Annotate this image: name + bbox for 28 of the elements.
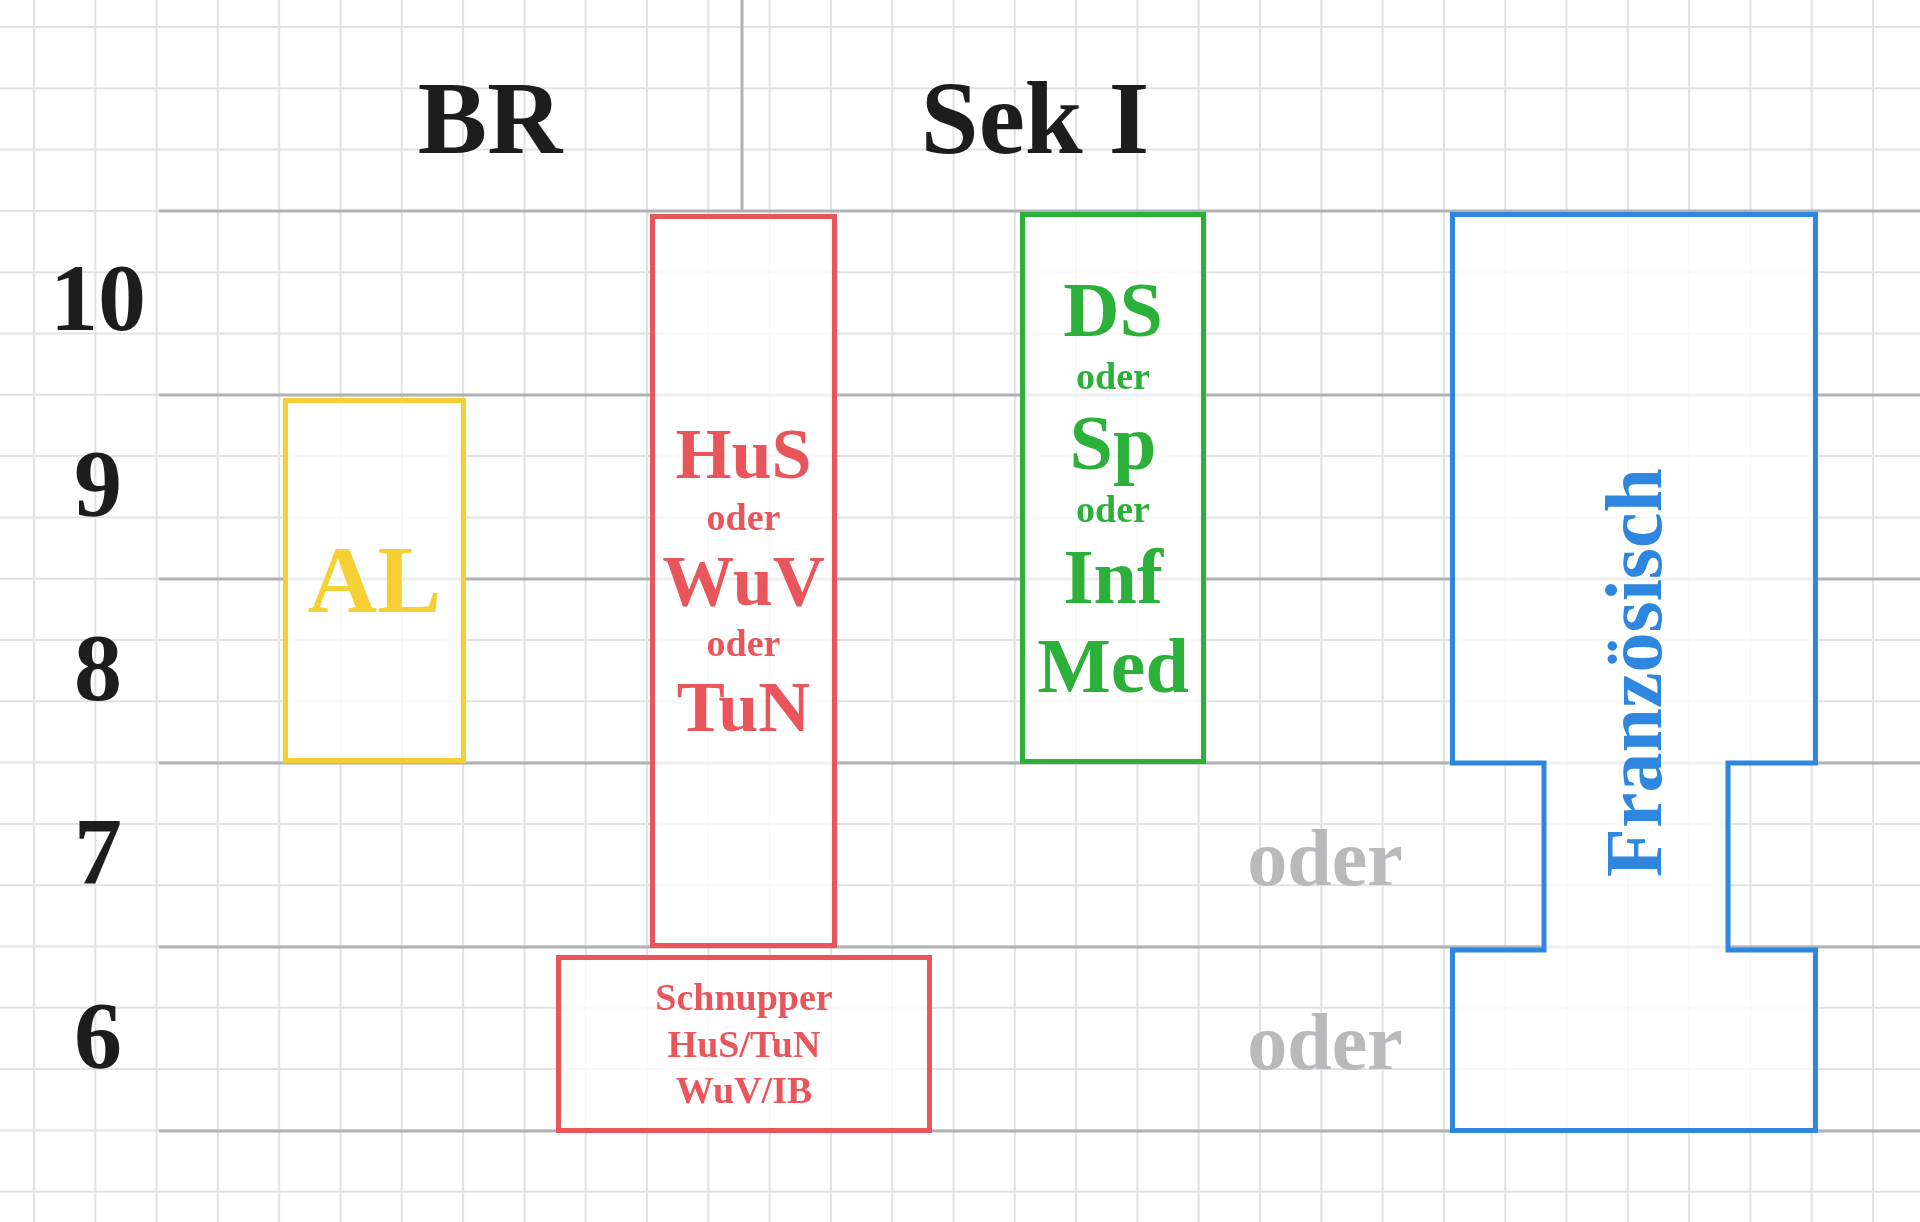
grade-number: 9 — [74, 428, 122, 539]
conjunction-text: oder — [706, 495, 781, 540]
subject-label: DS — [1063, 264, 1163, 355]
conjunction-text: oder — [706, 622, 781, 667]
subject-label: TuN — [676, 666, 811, 749]
grade-number: 10 — [50, 242, 146, 353]
subject-label: Schnupper HuS/TuN WuV/IB — [654, 974, 834, 1114]
conjunction-text: oder — [1076, 488, 1150, 532]
column-header: Sek I — [920, 59, 1150, 178]
column-header: BR — [417, 59, 563, 178]
grade-number: 7 — [74, 796, 122, 907]
subject-label: Sp — [1069, 398, 1157, 488]
subject-label: AL — [307, 525, 442, 636]
subject-box — [283, 398, 466, 763]
subject-label: Med — [1037, 621, 1189, 712]
subject-label: Inf — [1063, 531, 1163, 622]
subject-label: Französisch — [1589, 468, 1679, 877]
subject-box — [650, 214, 837, 948]
conjunction-text: oder — [1247, 997, 1403, 1088]
notched-subject-shape — [1450, 212, 1818, 1133]
subject-box — [556, 955, 932, 1133]
subject-label: WuV — [662, 539, 825, 623]
conjunction-text: oder — [1076, 354, 1150, 399]
grade-number: 8 — [74, 612, 122, 723]
grade-number: 6 — [74, 980, 122, 1091]
subject-box — [1020, 212, 1206, 764]
subject-label: HuS — [675, 413, 812, 496]
conjunction-text: oder — [1247, 813, 1403, 904]
